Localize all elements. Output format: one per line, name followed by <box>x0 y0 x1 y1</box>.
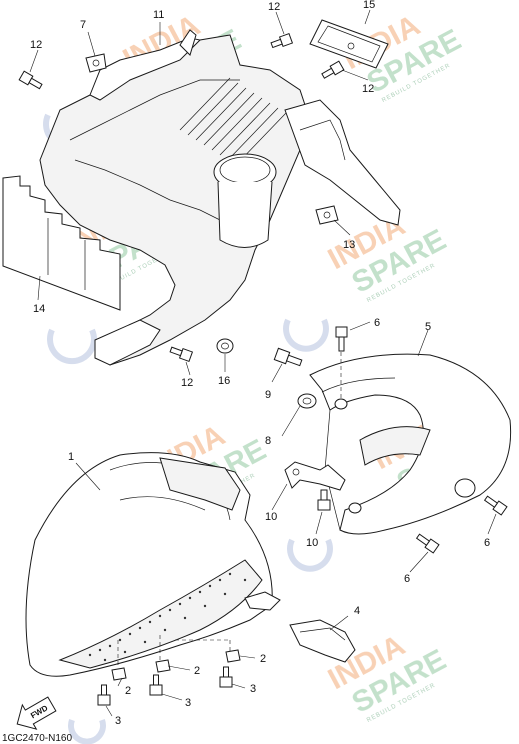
callout-10: 10 <box>306 537 318 549</box>
callout-3: 3 <box>250 683 256 695</box>
callout-3: 3 <box>115 715 121 727</box>
part-4-bracket <box>289 619 356 663</box>
wrench-logo-icon <box>287 538 333 572</box>
part-13-nut-top <box>85 53 107 73</box>
callout-4: 4 <box>354 605 360 617</box>
callout-9: 10 <box>265 511 277 523</box>
callout-12: 12 <box>30 39 42 51</box>
part-3-screw <box>97 666 233 706</box>
wrench-logo-icon <box>283 318 329 352</box>
callout-11: 11 <box>153 9 164 21</box>
part-2-nut <box>111 649 241 681</box>
part-4-stay <box>244 591 281 611</box>
part-7-collar <box>297 393 317 409</box>
part-6-bolt <box>335 326 508 554</box>
callout-8: 9 <box>265 389 271 401</box>
callout-12: 12 <box>362 83 374 95</box>
callout-5: 5 <box>425 321 431 333</box>
callout-3: 3 <box>185 697 191 709</box>
part-8-bolt <box>273 347 303 367</box>
fwd-arrow-icon: FWD <box>16 696 57 730</box>
callout-13: 13 <box>343 239 355 251</box>
callout-13: 7 <box>80 19 86 31</box>
part-16-grommet <box>216 338 234 354</box>
part-1-front-fender <box>25 452 273 677</box>
diagram-code: 1GC2470-N160 <box>2 733 72 744</box>
part-11-inner-body <box>39 29 401 366</box>
callout-14: 14 <box>33 303 45 315</box>
callout-2: 2 <box>260 653 266 665</box>
grille-fins <box>179 77 287 166</box>
part-10-bolt <box>317 489 331 511</box>
callout-2: 2 <box>194 665 200 677</box>
part-12-bolt <box>18 32 345 363</box>
callout-6: 6 <box>374 317 380 329</box>
part-9-bracket <box>284 461 346 491</box>
leader-lines <box>29 9 497 717</box>
wrench-logo-icon <box>68 718 106 744</box>
part-13-nut-right <box>315 205 339 225</box>
callout-15: 15 <box>363 0 375 11</box>
callout-12: 12 <box>268 1 280 13</box>
callout-labels: 7 11 12 15 12 12 13 14 12 16 6 5 9 8 10 … <box>30 0 490 727</box>
callout-16: 16 <box>218 375 230 387</box>
callout-2: 2 <box>125 685 131 697</box>
callout-1: 1 <box>68 451 74 463</box>
part-15-reflector <box>309 19 389 69</box>
callout-7: 8 <box>265 435 271 447</box>
callout-6: 6 <box>404 573 410 585</box>
wrench-logo-icon <box>47 328 97 365</box>
part-5-rear-fender <box>309 353 512 535</box>
callout-12: 12 <box>181 377 193 389</box>
fender-texture <box>88 572 247 662</box>
callout-6: 6 <box>484 537 490 549</box>
